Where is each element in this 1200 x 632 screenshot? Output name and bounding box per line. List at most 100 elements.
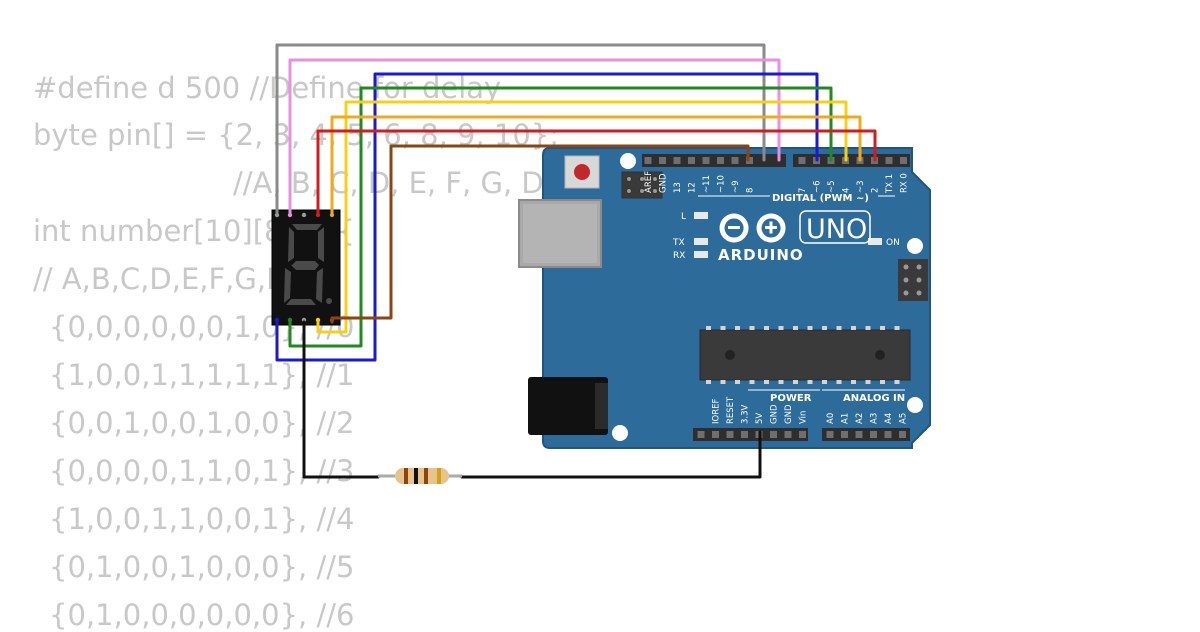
wire-black-ground-2[interactable] [460,430,762,479]
pin-label: ~9 [731,180,741,193]
power-section-label: POWER [770,393,812,404]
code-line: int number[10][8] = { [33,214,356,248]
header-pin[interactable] [702,157,710,164]
digital-section-label: DIGITAL (PWM ~) [772,193,869,204]
code-line: {0,0,1,0,0,1,0,0}, //2 [49,406,355,440]
icsp-header [621,171,663,199]
segments [284,224,332,305]
wire-pink[interactable] [288,58,781,215]
header-pin[interactable] [870,431,877,438]
code-line: {0,1,0,0,1,0,0,0}, //5 [49,550,355,584]
pin-label: ~10 [717,175,727,193]
wire-black-ground[interactable] [302,320,380,479]
header-pin[interactable] [885,157,893,164]
header-pin[interactable] [799,431,806,438]
pin-label: 8 [746,188,756,193]
pin-label: IOREF [712,399,722,424]
pin-label: 3.3V [741,404,751,424]
power-header [693,428,808,441]
digital-header-right [793,154,910,167]
power-jack [528,377,608,435]
pin-label: 12 [688,182,698,193]
mounting-hole [620,153,636,169]
model-label: UNO [806,214,867,245]
header-pin[interactable] [826,431,834,438]
wire-orange[interactable] [330,115,862,217]
header-pin[interactable] [717,157,724,164]
mounting-hole [907,397,923,413]
header-pin[interactable] [688,157,695,164]
mounting-hole [907,238,923,254]
header-pin[interactable] [659,157,666,164]
pin-label: 5V [755,413,765,424]
pin-label: ~5 [827,180,837,193]
pin-label: 2 [871,188,881,193]
pin-label: GND [770,404,780,424]
pin-label: 13 [673,182,683,193]
header-pin[interactable] [731,157,739,164]
brand-label: ARDUINO [718,246,804,264]
header-pin[interactable] [726,431,734,438]
code-line: {0,0,0,0,0,0,1,0}, //0 [49,310,355,344]
header-pin[interactable] [900,157,907,164]
pin-label: 4 [842,188,852,193]
pin-label: A5 [899,413,909,424]
header-pin[interactable] [697,431,705,438]
pin-label: A3 [870,413,880,424]
resistor[interactable] [378,468,462,484]
header-pin[interactable] [798,157,806,164]
pin-label: A2 [855,413,865,424]
analog-section-label: ANALOG IN [843,393,905,404]
pin-label: A4 [884,413,894,424]
seven-segment-display[interactable] [271,209,341,326]
led-l-label: L [681,212,686,222]
led-tx [694,238,708,245]
wire-brown[interactable] [330,144,750,324]
reset-button[interactable] [564,155,600,189]
pin-label: ~11 [702,175,712,193]
led-l [694,212,708,219]
mounting-hole [612,425,628,441]
usb-port [518,199,602,268]
header-pin[interactable] [784,431,792,438]
pin-label: TX 1 [885,174,895,194]
pin-label: ~3 [856,180,866,193]
header-pin[interactable] [673,157,681,164]
header-pin[interactable] [741,431,748,438]
header-pin[interactable] [841,431,848,438]
wire-yellow[interactable] [316,100,848,334]
code-line: // A,B,C,D,E,F,G,DP [33,262,306,296]
header-pin[interactable] [712,431,719,438]
microcontroller-chip [699,326,911,384]
pin-label: Vin [799,411,809,424]
pin-label: A0 [826,413,836,424]
analog-header [822,428,910,441]
wire-red[interactable] [316,129,877,215]
code-line: //A, B, C, D, E, F, G, DP [233,166,562,200]
pin-label: A1 [841,413,851,424]
pin-label: RESET [726,396,736,424]
pin-label: ~6 [813,180,823,193]
pin-label: 7 [798,188,808,193]
header-pin[interactable] [770,431,777,438]
code-line: {0,1,0,0,0,0,0,0}, //6 [49,598,355,632]
led-rx [694,251,708,258]
pin-label: GND [659,173,669,193]
wire-green[interactable] [288,86,833,348]
led-tx-label: TX [672,238,685,248]
led-on [868,238,882,245]
arduino-board[interactable]: AREF GND 13 12 ~11 ~10 ~9 8 7 ~6 ~5 4 ~3 2 TX 1 RX 0 DI… [518,147,931,449]
header-pin[interactable] [855,431,863,438]
code-line: {1,0,0,1,1,1,1,1}, //1 [49,358,355,392]
header-pin[interactable] [746,157,753,164]
pin-label: AREF [644,171,654,193]
pin-label: GND [784,404,794,424]
pin-label: RX 0 [900,173,910,193]
icsp-header-2 [898,259,928,301]
header-pin[interactable] [899,431,906,438]
code-line: {1,0,0,1,1,0,0,1}, //4 [49,502,355,536]
header-pin[interactable] [884,431,892,438]
header-pin[interactable] [644,157,652,164]
